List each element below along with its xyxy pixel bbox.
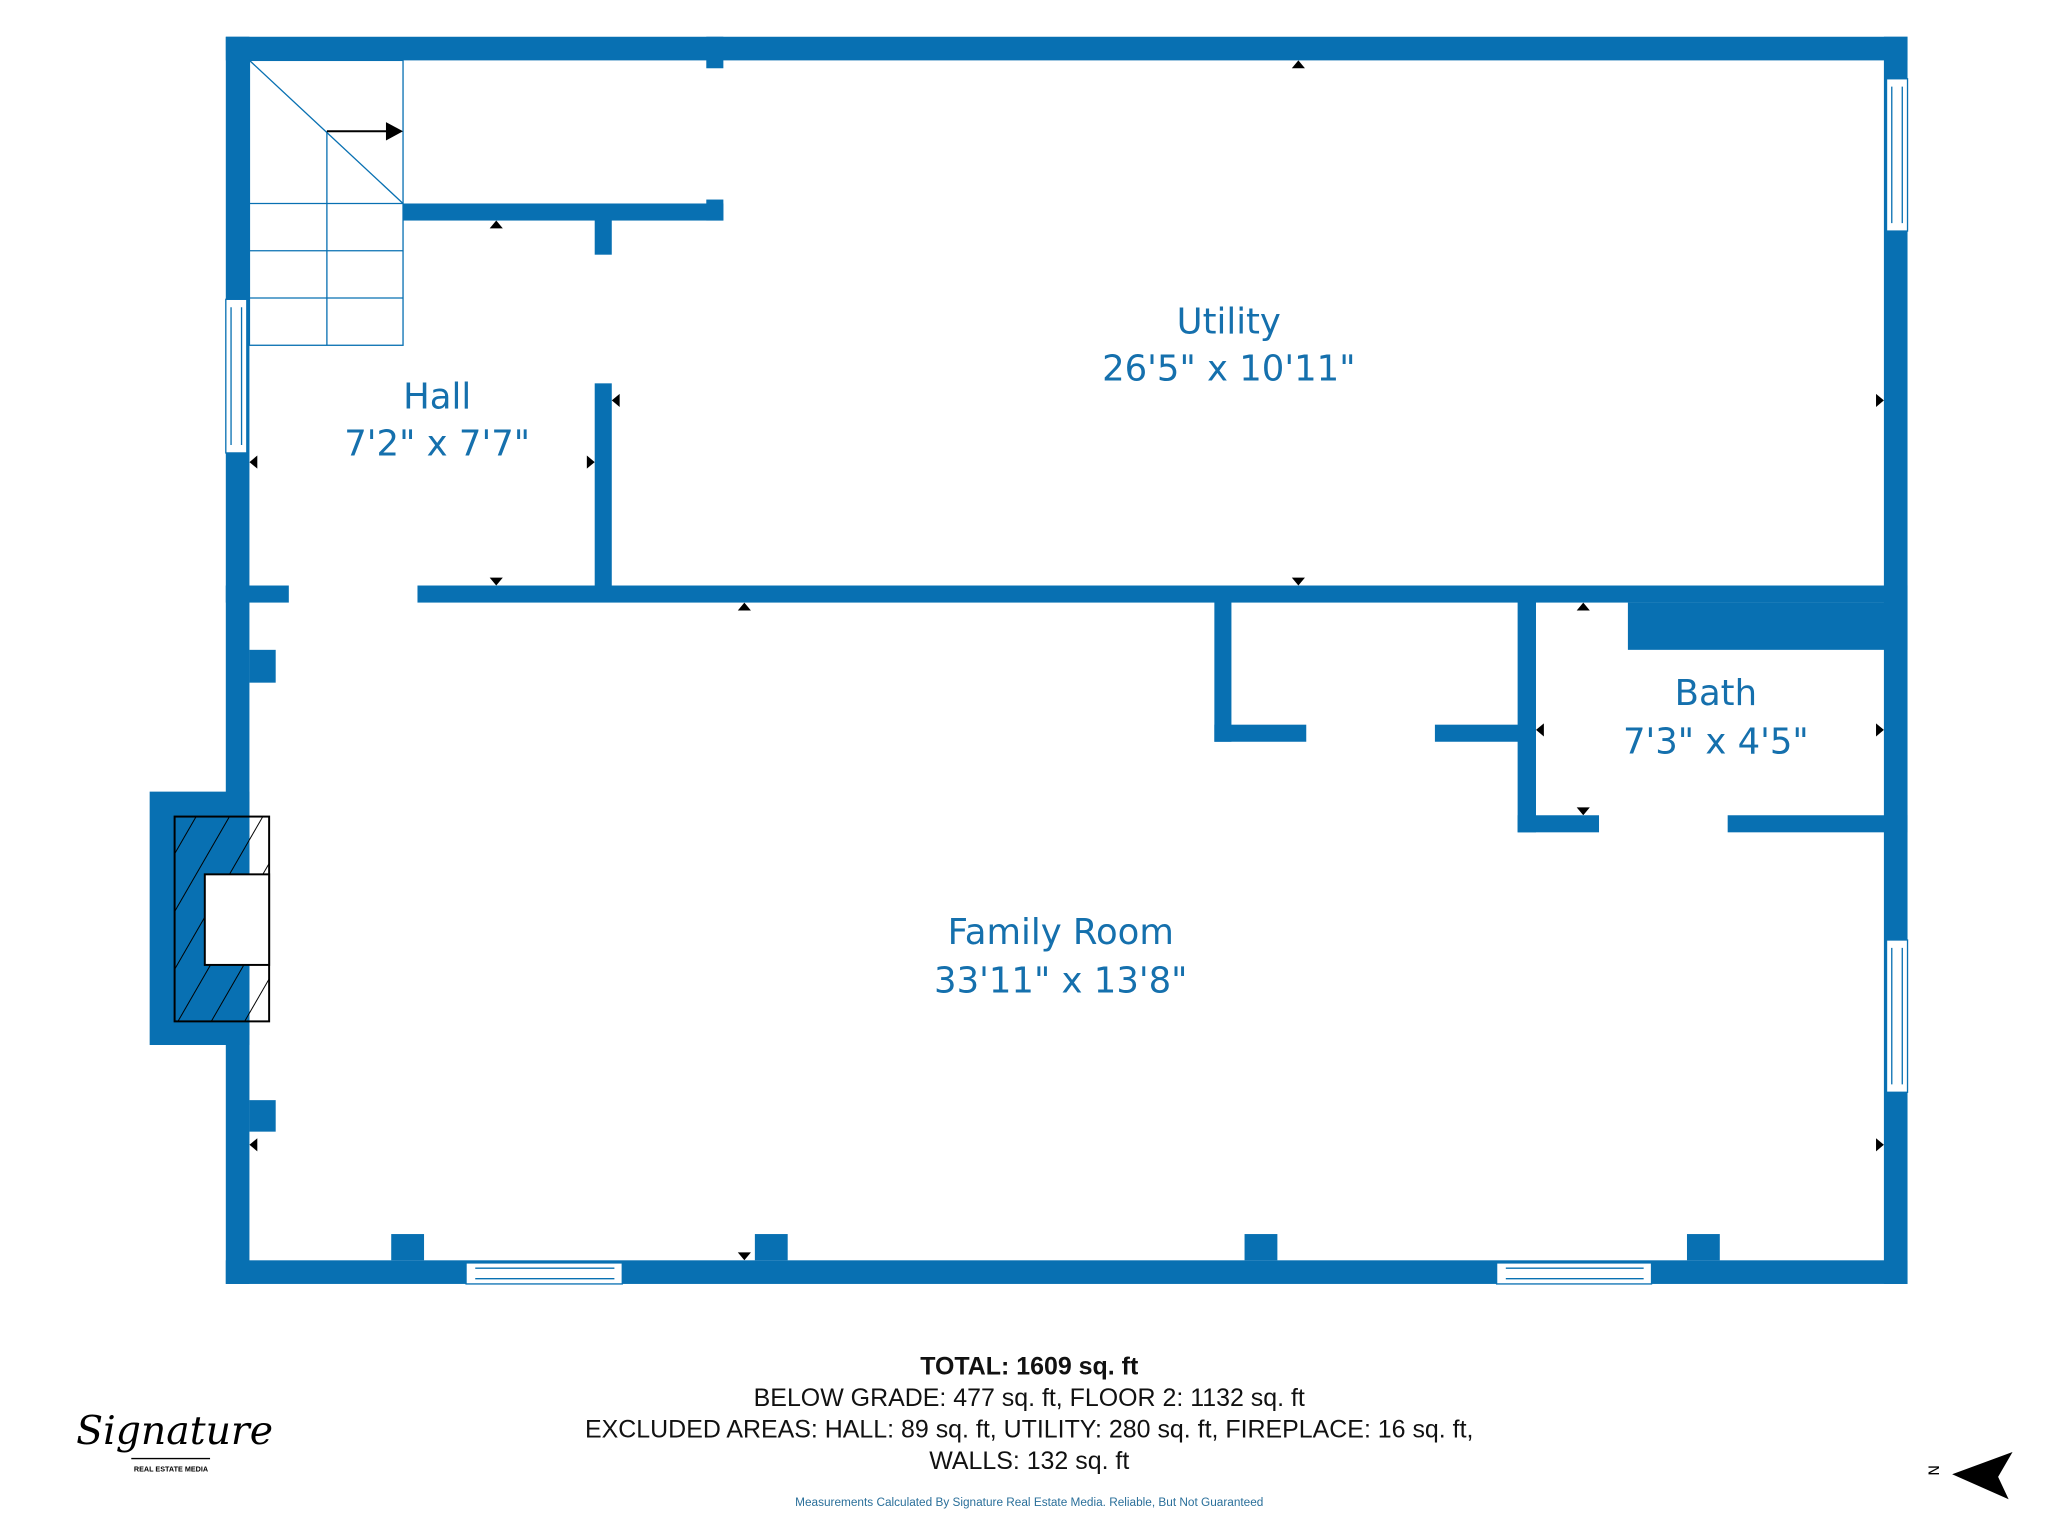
summary-line-3: WALLS: 132 sq. ft: [929, 1447, 1129, 1475]
stairs: [248, 59, 404, 346]
room-name-family-room: Family Room: [948, 912, 1174, 953]
walls: [149, 36, 1908, 1284]
room-labels: Utility 26'5" x 10'11" Hall 7'2" x 7'7" …: [344, 301, 1808, 1001]
disclaimer: Measurements Calculated By Signature Rea…: [795, 1495, 1263, 1509]
stair-arrow-icon: [385, 122, 404, 141]
logo-subtitle: REAL ESTATE MEDIA: [134, 1465, 209, 1474]
compass-label: N: [1927, 1465, 1943, 1476]
area-summary: TOTAL: 1609 sq. ft BELOW GRADE: 477 sq. …: [585, 1353, 1473, 1509]
measure-markers: [249, 60, 1884, 1261]
room-name-bath: Bath: [1675, 673, 1757, 714]
room-dims-bath: 7'3" x 4'5": [1623, 722, 1809, 763]
fireplace: [173, 815, 271, 1023]
logo-script: Signature: [76, 1408, 273, 1454]
room-name-hall: Hall: [403, 376, 471, 417]
windows: [225, 78, 1909, 1285]
room-dims-family-room: 33'11" x 13'8": [934, 960, 1187, 1001]
room-dims-hall: 7'2" x 7'7": [344, 424, 530, 465]
room-name-utility: Utility: [1177, 301, 1281, 342]
summary-total: TOTAL: 1609 sq. ft: [920, 1353, 1138, 1381]
summary-line-1: BELOW GRADE: 477 sq. ft, FLOOR 2: 1132 s…: [754, 1384, 1305, 1412]
north-arrow-icon: N: [1927, 1451, 2013, 1500]
summary-line-2: EXCLUDED AREAS: HALL: 89 sq. ft, UTILITY…: [585, 1416, 1473, 1444]
room-dims-utility: 26'5" x 10'11": [1102, 349, 1355, 390]
company-logo: Signature REAL ESTATE MEDIA: [76, 1408, 273, 1474]
